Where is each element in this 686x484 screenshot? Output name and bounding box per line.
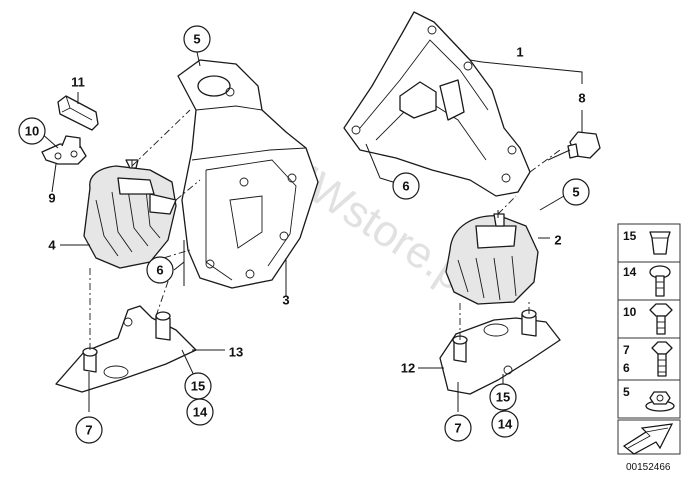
- left-engine-mount-part[interactable]: [83, 159, 177, 269]
- callout-10[interactable]: 10: [18, 117, 46, 145]
- callout-14-right[interactable]: 14: [491, 410, 519, 438]
- svg-text:15: 15: [191, 379, 205, 394]
- svg-text:6: 6: [402, 179, 409, 194]
- svg-text:5: 5: [193, 32, 200, 47]
- right-engine-bracket-part[interactable]: [343, 11, 531, 197]
- svg-text:7: 7: [454, 421, 461, 436]
- diagram-id: 00152466: [626, 462, 671, 473]
- engine-bracket-part[interactable]: [177, 59, 319, 289]
- right-engine-mount-part[interactable]: [445, 210, 539, 305]
- label-8[interactable]: 8: [578, 91, 585, 106]
- legend-item-10[interactable]: 10: [617, 299, 681, 339]
- label-12[interactable]: 12: [401, 361, 415, 376]
- svg-text:10: 10: [25, 124, 39, 139]
- callout-15-right[interactable]: 15: [489, 383, 517, 411]
- small-bracket-part[interactable]: [41, 135, 87, 165]
- fastener-legend: 15 14 10 7 6: [617, 223, 681, 455]
- svg-text:14: 14: [498, 417, 513, 432]
- callout-14-left[interactable]: 14: [186, 398, 214, 426]
- svg-text:14: 14: [623, 265, 637, 279]
- svg-text:15: 15: [623, 229, 637, 243]
- label-1[interactable]: 1: [516, 45, 523, 60]
- callout-7-right[interactable]: 7: [444, 414, 472, 442]
- rubber-stop-part[interactable]: [57, 95, 99, 131]
- label-4[interactable]: 4: [48, 238, 56, 253]
- legend-item-15[interactable]: 15: [617, 223, 681, 263]
- callout-6-left[interactable]: 6: [146, 256, 174, 284]
- legend-item-7-6[interactable]: 7 6: [617, 337, 681, 381]
- leader-lines: [39, 51, 583, 412]
- svg-text:7: 7: [623, 343, 630, 357]
- label-2[interactable]: 2: [554, 233, 561, 248]
- direction-arrow-icon: [617, 419, 681, 455]
- label-13[interactable]: 13: [229, 345, 243, 360]
- svg-text:5: 5: [623, 385, 630, 399]
- left-support-bracket-part[interactable]: [55, 305, 197, 393]
- callout-5-right[interactable]: 5: [562, 178, 590, 206]
- callout-7-left[interactable]: 7: [75, 416, 103, 444]
- svg-text:14: 14: [193, 405, 208, 420]
- rubber-buffer-part[interactable]: [547, 131, 601, 161]
- label-3[interactable]: 3: [282, 293, 289, 308]
- label-9[interactable]: 9: [48, 191, 55, 206]
- legend-item-5[interactable]: 5: [617, 379, 681, 419]
- svg-text:7: 7: [85, 423, 92, 438]
- label-11[interactable]: 11: [71, 75, 85, 90]
- svg-text:15: 15: [496, 390, 510, 405]
- callout-15-left[interactable]: 15: [184, 372, 212, 400]
- svg-text:5: 5: [572, 185, 579, 200]
- svg-text:6: 6: [623, 361, 630, 375]
- right-support-bracket-part[interactable]: [439, 309, 561, 395]
- callout-6-right[interactable]: 6: [392, 172, 420, 200]
- svg-text:10: 10: [623, 305, 637, 319]
- legend-item-14[interactable]: 14: [617, 261, 681, 301]
- callout-5-top[interactable]: 5: [183, 25, 211, 53]
- svg-text:6: 6: [156, 263, 163, 278]
